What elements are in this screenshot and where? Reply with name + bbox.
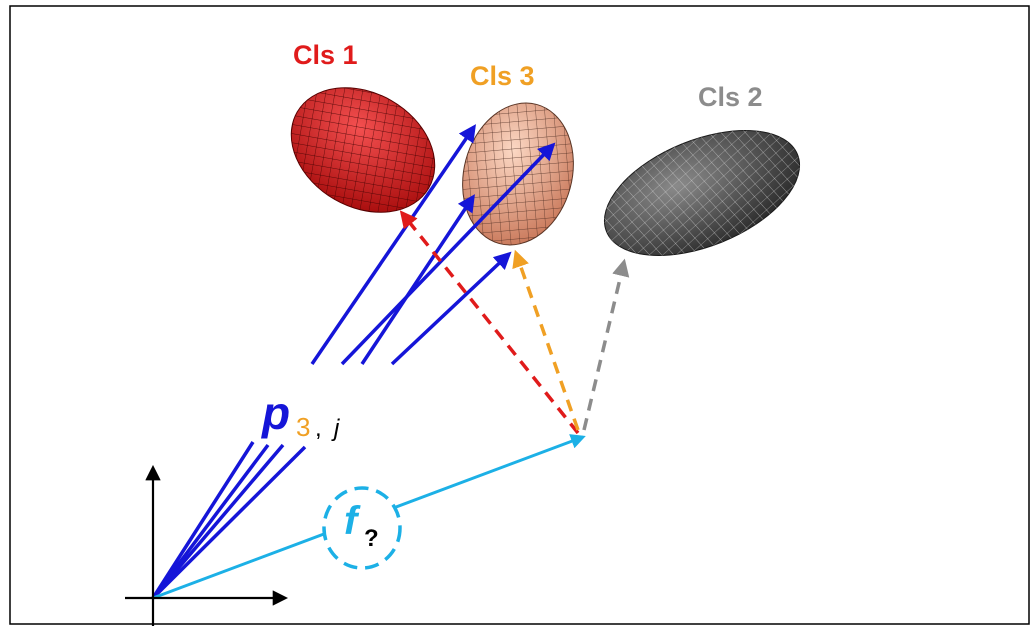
frame-border <box>9 5 1030 625</box>
label-cls1: Cls 1 <box>293 40 358 70</box>
prototype-class-index: 3 <box>296 412 310 442</box>
distance-arrow-cls1 <box>399 210 580 435</box>
prototype-arrow-1 <box>310 124 476 365</box>
prototype-label: p 3 , j <box>260 387 340 442</box>
feature-subscript: ? <box>364 525 379 552</box>
prototype-separator: , <box>315 415 322 442</box>
label-cls2: Cls 2 <box>698 82 763 112</box>
prototype-arrow-2 <box>340 142 556 366</box>
prototype-arrow-2-base <box>151 443 270 600</box>
prototype-index: j <box>331 415 340 442</box>
prototype-symbol: p <box>260 387 290 439</box>
cls1-ellipsoid <box>290 87 436 213</box>
prototype-arrows-lower <box>151 441 307 600</box>
distance-arrow-cls3 <box>512 249 580 431</box>
coordinate-axes <box>125 464 289 626</box>
prototype-arrow-4-base <box>151 445 307 600</box>
feature-circle <box>322 486 402 570</box>
cls2-ellipsoid <box>603 130 801 256</box>
prototype-arrow-3 <box>360 194 475 365</box>
distance-arrow-cls2 <box>582 258 630 431</box>
feature-label: f ? <box>344 499 379 552</box>
prototype-arrow-1-base <box>151 441 255 599</box>
prototype-arrow-3-base <box>151 443 285 600</box>
prototype-arrow-4 <box>390 251 512 366</box>
prototype-arrows-upper <box>310 124 556 366</box>
feature-symbol: f <box>344 499 361 543</box>
label-cls3: Cls 3 <box>470 61 535 91</box>
